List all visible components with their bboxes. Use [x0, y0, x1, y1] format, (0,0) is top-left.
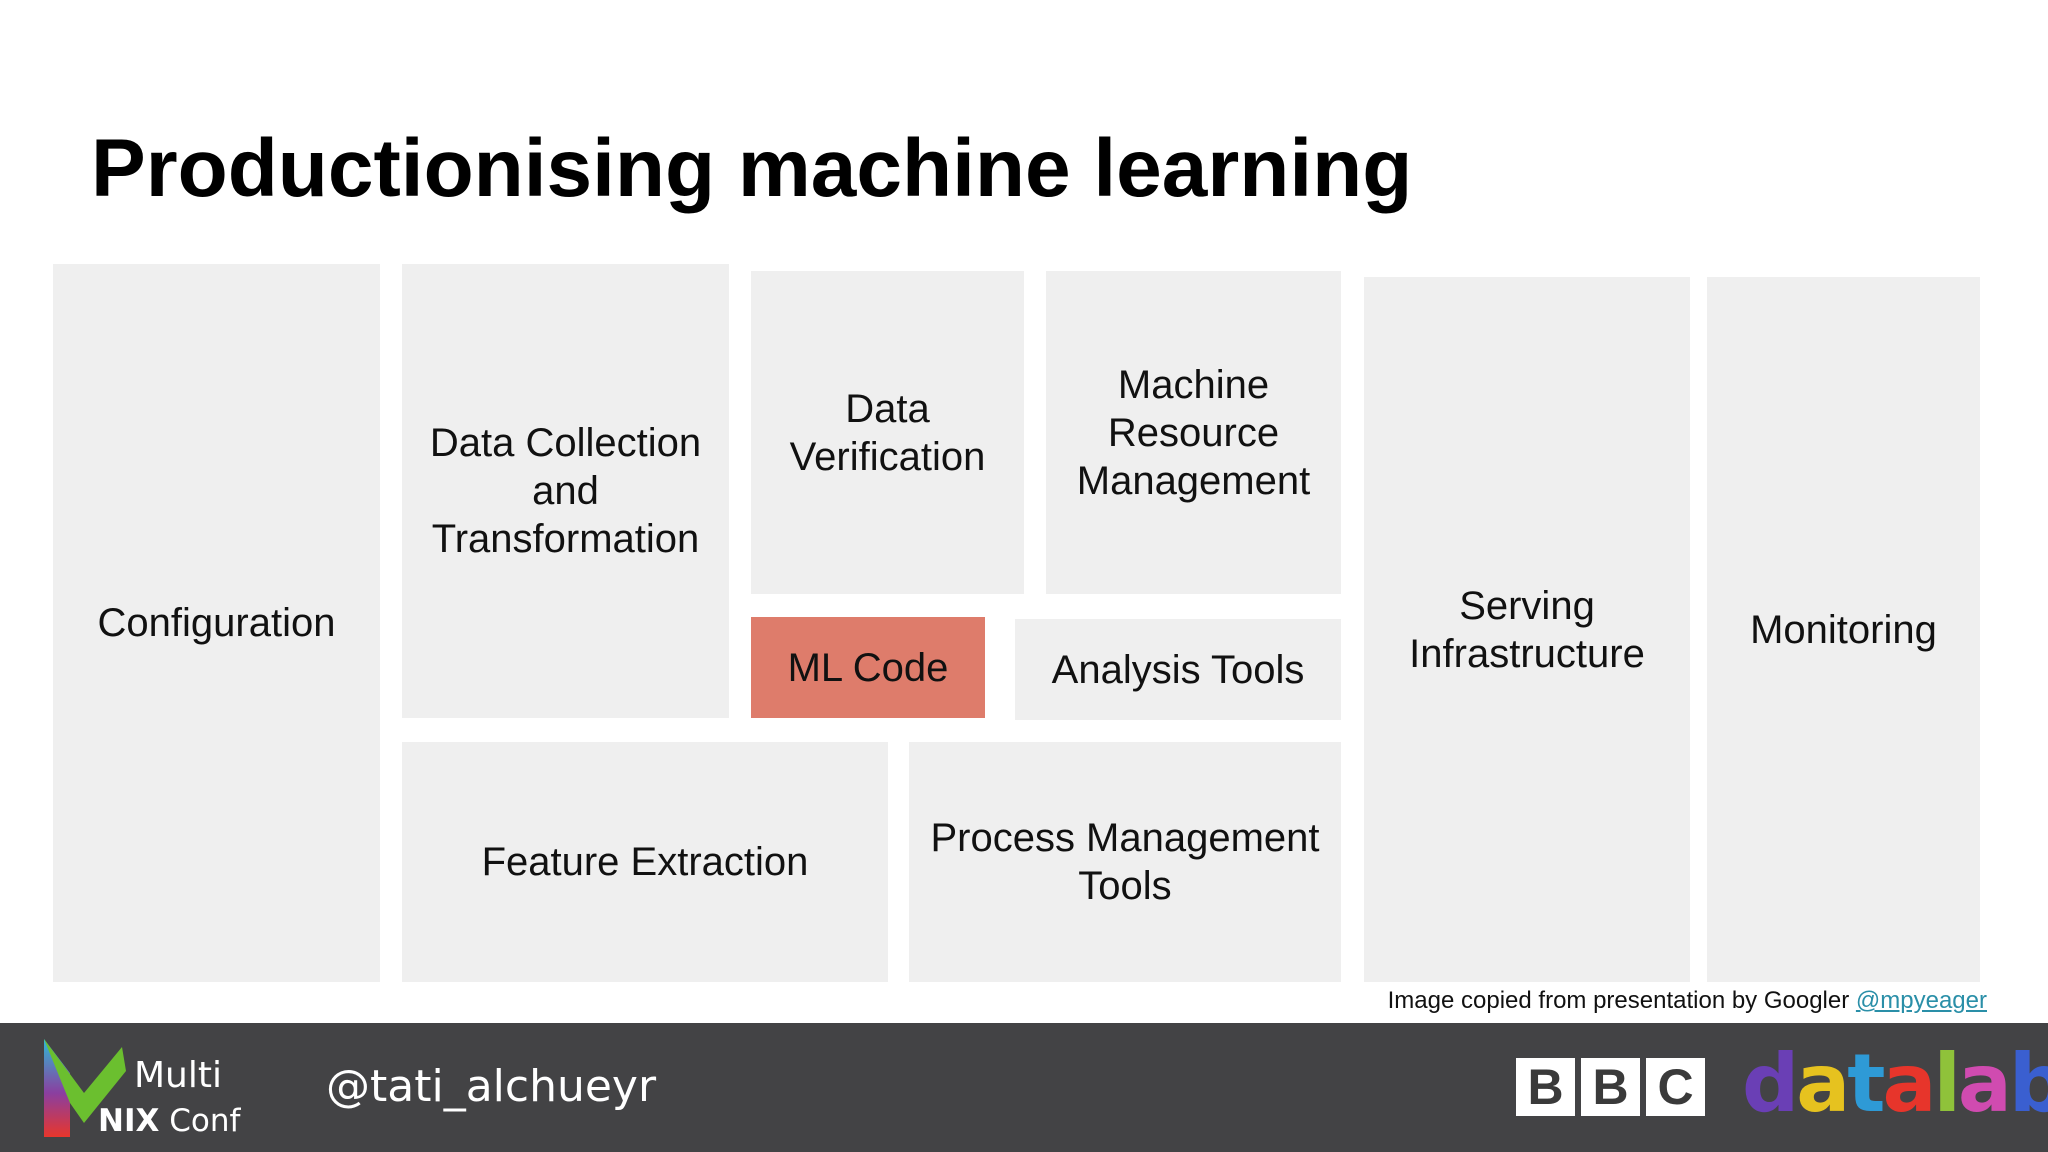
datalab-letter: l [1933, 1037, 1960, 1130]
page-title: Productionising machine learning [91, 123, 1413, 214]
speaker-handle: @tati_alchueyr [326, 1061, 657, 1112]
serving-infrastructure-box: Serving Infrastructure [1364, 277, 1690, 982]
datalab-letter: d [1742, 1037, 1799, 1130]
multinix-logo-icon [44, 1039, 126, 1137]
bbc-letter-c: C [1646, 1058, 1705, 1116]
conf-name-multi: Multi [134, 1055, 222, 1096]
datalab-logo: datalab [1742, 1037, 2048, 1130]
data-verification-box: Data Verification [751, 271, 1024, 594]
datalab-letter: b [2008, 1037, 2048, 1130]
bbc-letter-b1: B [1516, 1058, 1575, 1116]
machine-resource-label: Machine Resource Management [1076, 362, 1311, 503]
credit-link[interactable]: @mpyeager [1855, 987, 1987, 1014]
conf-name-nix: NIX Conf [98, 1103, 240, 1139]
analysis-tools-label: Analysis Tools [1051, 647, 1305, 692]
configuration-label: Configuration [97, 601, 336, 645]
footer-bar: Multi NIX Conf @tati_alchueyr B B C data… [0, 1023, 2048, 1152]
image-credit: Image copied from presentation by Google… [1388, 987, 1987, 1015]
bbc-letter-b2: B [1581, 1058, 1640, 1116]
conf-nix-text: NIX [98, 1103, 160, 1139]
machine-resource-box: Machine Resource Management [1046, 271, 1341, 594]
process-management-box: Process Management Tools [909, 742, 1341, 982]
datalab-letter: a [1882, 1037, 1937, 1130]
feature-extraction-box: Feature Extraction [402, 742, 888, 982]
analysis-tools-box: Analysis Tools [1015, 619, 1341, 720]
monitoring-label: Monitoring [1750, 607, 1937, 652]
configuration-box: Configuration [53, 264, 380, 982]
datalab-letter: t [1847, 1037, 1885, 1130]
conf-conf-text: Conf [169, 1103, 241, 1139]
datalab-letter: a [1796, 1037, 1850, 1130]
data-collection-label: Data Collection and Transformation [429, 421, 702, 561]
credit-text: Image copied from presentation by Google… [1387, 987, 1850, 1014]
feature-extraction-label: Feature Extraction [481, 840, 809, 884]
ml-code-box: ML Code [751, 617, 985, 718]
datalab-letter: a [1957, 1037, 2012, 1130]
data-collection-box: Data Collection and Transformation [402, 264, 729, 718]
process-management-label: Process Management Tools [930, 816, 1320, 908]
monitoring-box: Monitoring [1707, 277, 1980, 982]
ml-code-label: ML Code [787, 645, 949, 690]
data-verification-label: Data Verification [789, 386, 986, 479]
bbc-logo: B B C [1516, 1058, 1705, 1116]
serving-infrastructure-label: Serving Infrastructure [1409, 583, 1645, 676]
